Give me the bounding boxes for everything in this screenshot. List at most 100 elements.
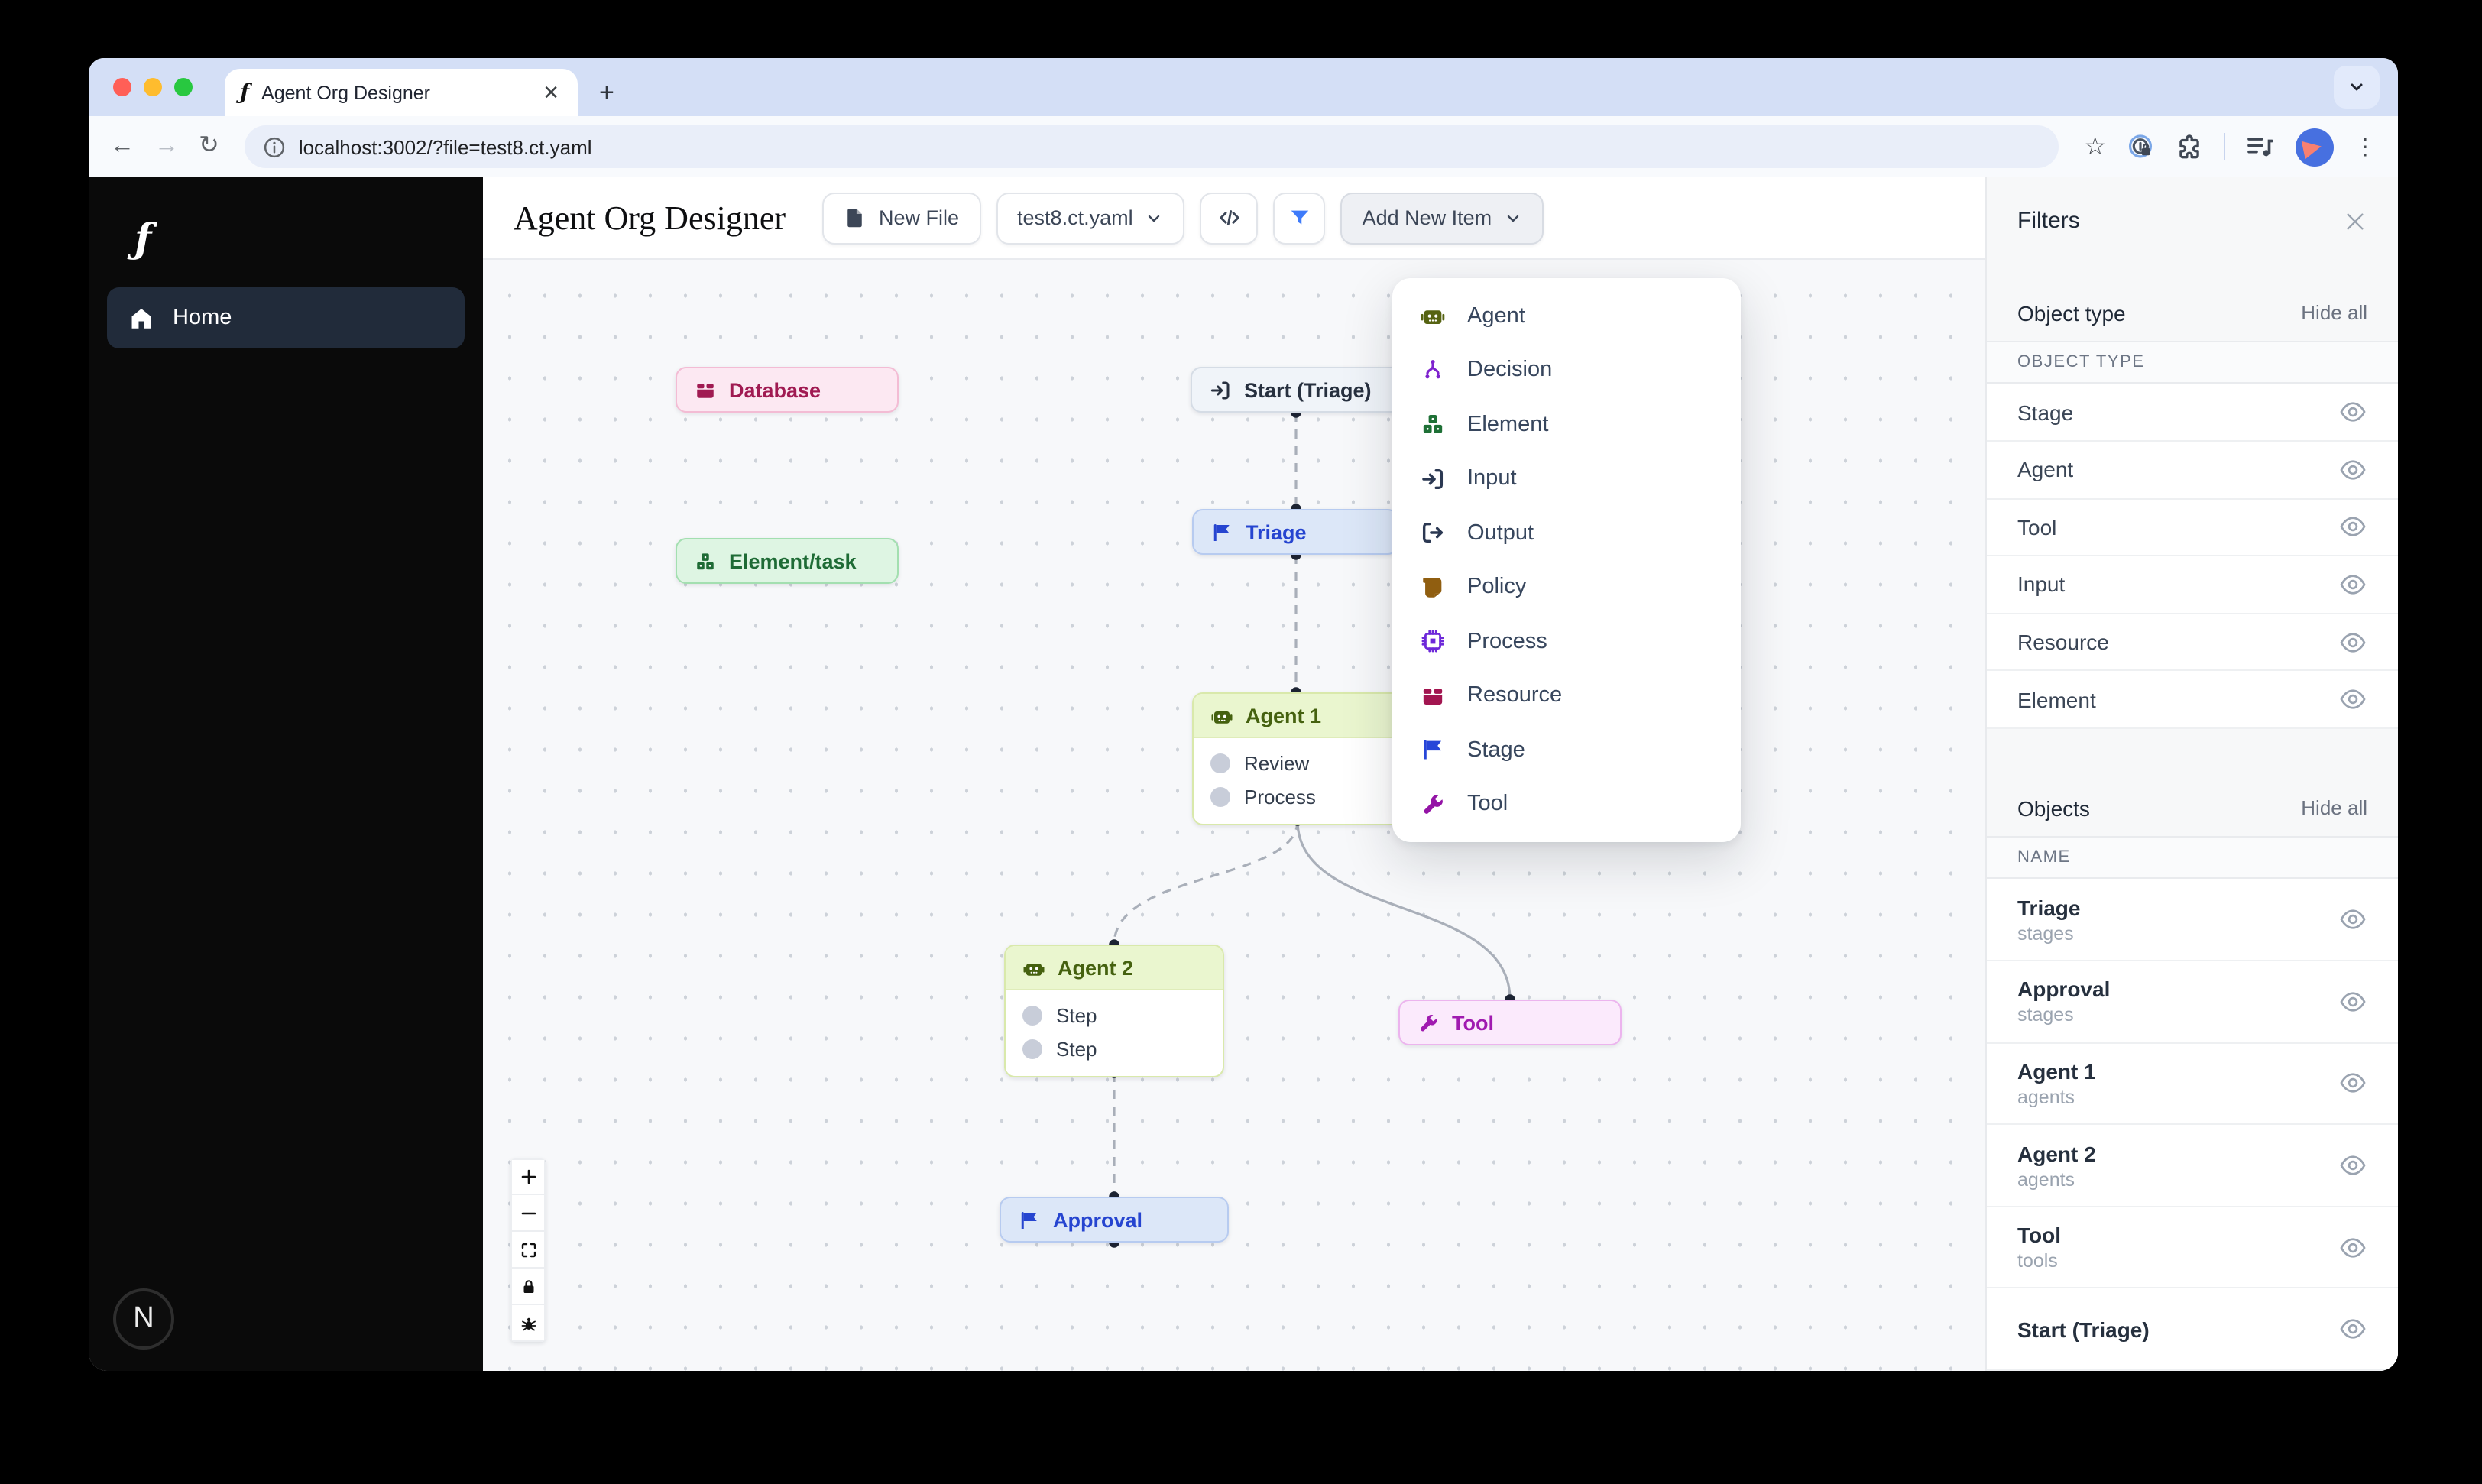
home-icon: [131, 307, 151, 328]
menu-dots-icon[interactable]: ⋮: [2354, 134, 2377, 160]
maximize-window-button[interactable]: [174, 78, 193, 96]
bug-icon: [520, 1317, 536, 1330]
extensions-puzzle-icon[interactable]: [2175, 132, 2204, 161]
object-type-row-input[interactable]: Input: [1987, 556, 2398, 614]
fit-view-button[interactable]: [510, 1232, 546, 1269]
object-type-row-resource[interactable]: Resource: [1987, 614, 2398, 672]
visibility-toggle[interactable]: [2338, 987, 2367, 1016]
visibility-toggle[interactable]: [2338, 513, 2367, 542]
node-task-row[interactable]: Review: [1210, 746, 1385, 779]
visibility-toggle[interactable]: [2338, 685, 2367, 714]
menu-item-input[interactable]: Input: [1392, 452, 1741, 506]
browser-tab[interactable]: ƒ Agent Org Designer ✕: [225, 69, 578, 116]
new-file-button[interactable]: New File: [822, 192, 981, 244]
window-controls[interactable]: [113, 78, 193, 96]
visibility-toggle[interactable]: [2338, 397, 2367, 426]
menu-item-process[interactable]: Process: [1392, 614, 1741, 669]
visibility-toggle[interactable]: [2338, 1069, 2367, 1098]
filter-button[interactable]: [1273, 192, 1326, 244]
task-label: Process: [1244, 785, 1316, 808]
tab-search-button[interactable]: [2334, 66, 2380, 109]
profile-avatar[interactable]: [2296, 128, 2334, 166]
favicon: ƒ: [240, 80, 250, 105]
bookmark-star-icon[interactable]: ☆: [2084, 134, 2106, 160]
menu-item-tool[interactable]: Tool: [1392, 777, 1741, 831]
visibility-toggle[interactable]: [2338, 455, 2367, 484]
object-type-row-tool[interactable]: Tool: [1987, 499, 2398, 557]
visibility-toggle[interactable]: [2338, 570, 2367, 599]
tab-close-icon[interactable]: ✕: [543, 80, 559, 103]
hide-all-object-types[interactable]: Hide all: [2301, 301, 2367, 325]
input-icon: [1422, 468, 1444, 489]
node-element-task[interactable]: Element/task: [676, 538, 899, 584]
password-manager-icon[interactable]: [2126, 132, 2155, 161]
add-new-item-button[interactable]: Add New Item: [1340, 192, 1544, 244]
menu-item-resource[interactable]: Resource: [1392, 669, 1741, 723]
node-approval[interactable]: Approval: [1000, 1197, 1229, 1243]
node-database[interactable]: Database: [676, 367, 899, 413]
new-tab-button[interactable]: +: [599, 78, 614, 107]
visibility-toggle[interactable]: [2338, 1233, 2367, 1262]
node-task-row[interactable]: Step: [1022, 1032, 1206, 1065]
menu-item-decision[interactable]: Decision: [1392, 343, 1741, 397]
minimize-window-button[interactable]: [144, 78, 162, 96]
visibility-toggle[interactable]: [2338, 1151, 2367, 1180]
flag-icon: [1420, 737, 1446, 763]
node-start-triage[interactable]: Start (Triage): [1191, 367, 1405, 413]
object-type-row-agent[interactable]: Agent: [1987, 441, 2398, 500]
node-task-row[interactable]: Step: [1022, 998, 1206, 1032]
visibility-toggle[interactable]: [2338, 905, 2367, 934]
menu-item-policy[interactable]: Policy: [1392, 560, 1741, 614]
node-triage[interactable]: Triage: [1192, 509, 1398, 555]
eye-icon: [2340, 1319, 2366, 1339]
sidebar-item-home[interactable]: Home: [107, 287, 465, 348]
forward-icon[interactable]: →: [154, 133, 179, 159]
menu-item-agent[interactable]: Agent: [1392, 289, 1741, 343]
file-select-value: test8.ct.yaml: [1017, 206, 1133, 229]
node-tool[interactable]: Tool: [1398, 1000, 1622, 1045]
object-type-row-stage[interactable]: Stage: [1987, 384, 2398, 442]
menu-item-stage[interactable]: Stage: [1392, 723, 1741, 777]
nextjs-dev-badge[interactable]: N: [113, 1288, 174, 1350]
back-icon[interactable]: ←: [110, 133, 134, 159]
debug-button[interactable]: [510, 1305, 546, 1342]
hide-all-objects[interactable]: Hide all: [2301, 796, 2367, 820]
tab-title: Agent Org Designer: [261, 82, 431, 103]
menu-item-element[interactable]: Element: [1392, 397, 1741, 452]
file-select[interactable]: test8.ct.yaml: [996, 192, 1185, 244]
menu-item-output[interactable]: Output: [1392, 506, 1741, 560]
object-type-row-element[interactable]: Element: [1987, 671, 2398, 729]
object-type: agents: [2017, 1086, 2075, 1108]
media-controls-icon[interactable]: [2245, 131, 2276, 162]
main-area: Agent Org Designer New File test8.ct.yam…: [483, 177, 1985, 1371]
code-view-button[interactable]: [1200, 192, 1259, 244]
wrench-icon: [1420, 1014, 1437, 1031]
task-label: Step: [1056, 1003, 1097, 1026]
visibility-toggle[interactable]: [2338, 1314, 2367, 1343]
lock-button[interactable]: [510, 1269, 546, 1305]
browser-tabstrip: ƒ Agent Org Designer ✕ +: [89, 58, 2398, 116]
reload-icon[interactable]: ↻: [199, 133, 219, 159]
zoom-out-button[interactable]: [510, 1195, 546, 1232]
close-window-button[interactable]: [113, 78, 131, 96]
lock-icon: [523, 1279, 533, 1292]
chevron-down-icon: [2351, 83, 2363, 91]
element-cubes-icon: [1423, 415, 1443, 434]
app-sidebar: ƒ Home N: [89, 177, 483, 1371]
zoom-in-button[interactable]: [510, 1158, 546, 1195]
visibility-toggle[interactable]: [2338, 627, 2367, 656]
address-bar[interactable]: localhost:3002/?file=test8.ct.yaml: [245, 125, 2059, 168]
site-info-icon[interactable]: [264, 135, 287, 158]
object-row-start-triage-[interactable]: Start (Triage): [1987, 1288, 2398, 1371]
close-icon[interactable]: [2343, 209, 2367, 234]
node-task-row[interactable]: Process: [1210, 779, 1385, 813]
